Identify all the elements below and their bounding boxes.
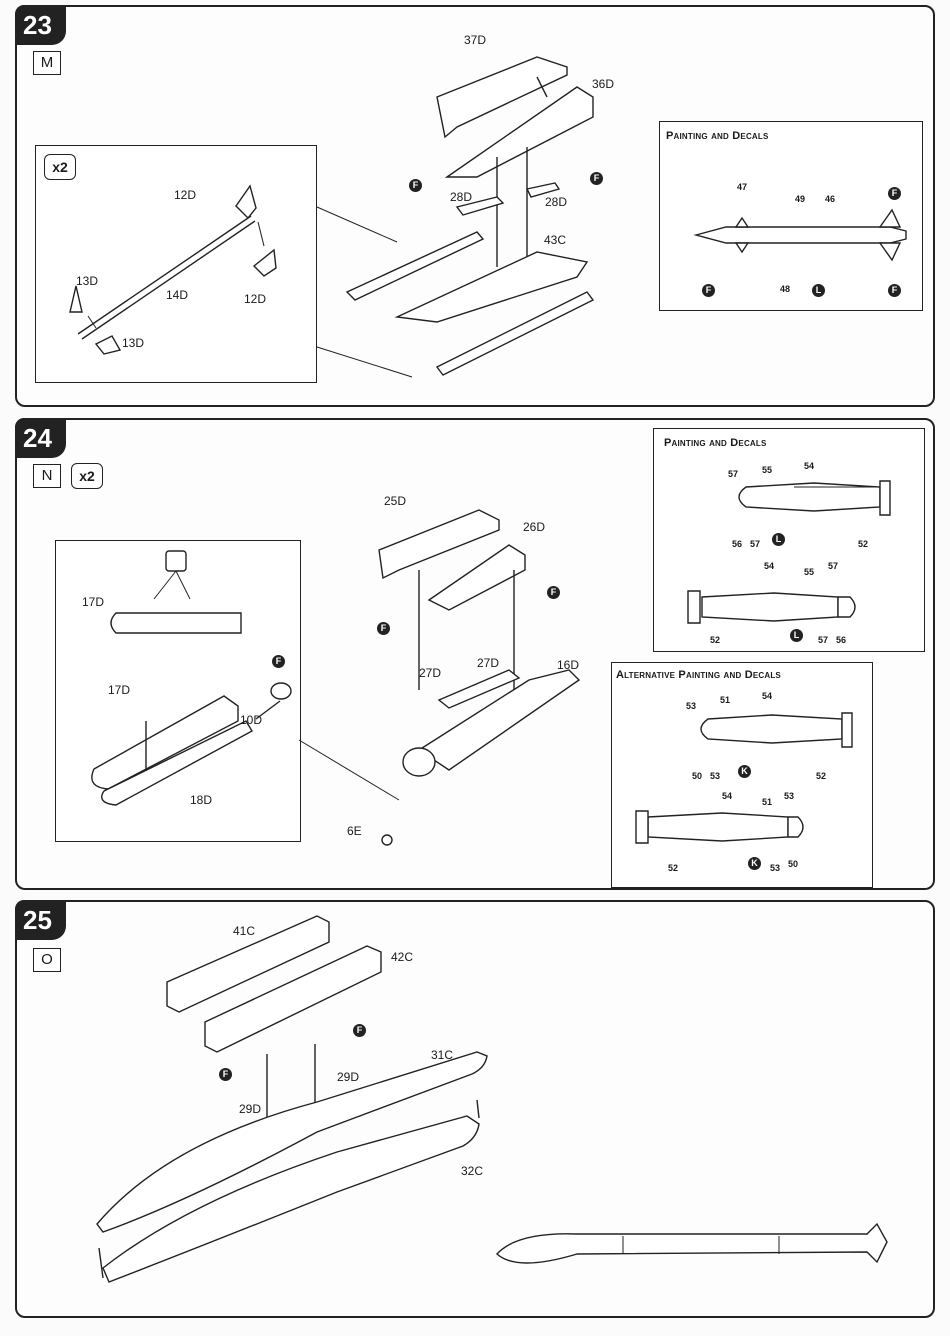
sidewinder-missile-drawing (69, 184, 277, 355)
alternative-painting-decals-title: Alternative Painting and Decals (616, 669, 781, 681)
part-label: 10D (240, 713, 263, 727)
part-label: 29D (337, 1070, 360, 1084)
part-label: 13D (76, 274, 99, 288)
decal-number: 57 (828, 561, 839, 571)
decal-number: 57 (818, 635, 829, 645)
painting-decals-box: Painting and Decals 57 55 54 56 57 52 L … (653, 428, 925, 652)
part-label: 6E (347, 824, 362, 838)
decal-number: 53 (784, 791, 795, 801)
part-label: 12D (244, 292, 267, 306)
paint-code-f: F (888, 187, 901, 200)
painting-decals-box: Painting and Decals 47 49 46 48 F F L F (659, 121, 923, 311)
step-code-box: M (33, 51, 61, 75)
decal-number: 55 (762, 465, 773, 475)
part-label: 31C (431, 1048, 454, 1062)
decal-number: 50 (692, 771, 703, 781)
part-label: 37D (464, 33, 487, 47)
decal-number: 56 (732, 539, 743, 549)
fuel-tank-assembly-drawing (96, 915, 888, 1283)
step-number: 25 (15, 900, 66, 940)
part-label: 29D (239, 1102, 262, 1116)
step-number: 24 (15, 418, 66, 458)
step-code-box: N (33, 464, 61, 488)
quantity-badge: x2 (44, 154, 76, 180)
quantity-badge: x2 (71, 463, 103, 489)
painting-decals-title: Painting and Decals (664, 437, 767, 449)
paint-code-f: F (409, 179, 422, 192)
decal-number: 57 (750, 539, 761, 549)
decal-number: 52 (668, 863, 679, 873)
maverick-alt-profile-drawing (635, 712, 853, 844)
decal-number: 54 (804, 461, 815, 471)
part-label: 25D (384, 494, 407, 508)
part-label: 26D (523, 520, 546, 534)
part-label: 28D (450, 190, 473, 204)
part-label: 28D (545, 195, 568, 209)
decal-number: 55 (804, 567, 815, 577)
part-label: 41C (233, 924, 256, 938)
step-code-box: O (33, 948, 61, 972)
paint-code-f: F (377, 622, 390, 635)
decal-number: 53 (770, 863, 781, 873)
part-label: 12D (174, 188, 197, 202)
step-25-panel: 25 O 41C 42C 29D 29D 31C 32C F F (15, 900, 935, 1318)
decal-number: 56 (836, 635, 847, 645)
decal-number: 52 (710, 635, 721, 645)
decal-number: 46 (825, 194, 836, 204)
decal-number: 47 (737, 182, 748, 192)
part-label: 43C (544, 233, 567, 247)
decal-number: 49 (795, 194, 806, 204)
maverick-body-drawing (91, 550, 292, 806)
decal-number: 57 (728, 469, 739, 479)
part-label: 27D (477, 656, 500, 670)
paint-code-f: F (590, 172, 603, 185)
maverick-inset: 17D 17D 10D 18D F (55, 540, 301, 842)
decal-number: 53 (686, 701, 697, 711)
paint-code-f: F (888, 284, 901, 297)
paint-code-f: F (702, 284, 715, 297)
decal-number: 53 (710, 771, 721, 781)
maverick-pylon-drawing (298, 509, 581, 846)
decal-number: 51 (720, 695, 731, 705)
paint-code-l: L (790, 629, 803, 642)
decal-number: 52 (858, 539, 869, 549)
pylon-assembly-drawing (316, 56, 595, 378)
paint-code-k: K (738, 765, 751, 778)
paint-code-f: F (272, 655, 285, 668)
paint-code-k: K (748, 857, 761, 870)
part-label: 14D (166, 288, 189, 302)
alternative-painting-decals-box: Alternative Painting and Decals 53 51 54… (611, 662, 873, 888)
missile-profile-drawing (693, 208, 907, 262)
part-label: 13D (122, 336, 145, 350)
part-label: 16D (557, 658, 580, 672)
step-23-panel: 23 M x2 12D 13D 14D 12D 13D (15, 5, 935, 407)
part-label: 17D (108, 683, 131, 697)
paint-code-l: L (812, 284, 825, 297)
part-label: 17D (82, 595, 105, 609)
painting-decals-title: Painting and Decals (666, 130, 769, 142)
paint-code-f: F (219, 1068, 232, 1081)
paint-code-l: L (772, 533, 785, 546)
part-label: 42C (391, 950, 414, 964)
sidewinder-inset: x2 12D 13D 14D 12D 13D (35, 145, 317, 383)
maverick-profile-drawing (687, 480, 891, 624)
part-label: 36D (592, 77, 615, 91)
decal-number: 51 (762, 797, 773, 807)
paint-code-f: F (547, 586, 560, 599)
decal-number: 48 (780, 284, 791, 294)
part-label: 27D (419, 666, 442, 680)
decal-number: 54 (764, 561, 775, 571)
step-number: 23 (15, 5, 66, 45)
decal-number: 50 (788, 859, 799, 869)
decal-number: 54 (722, 791, 733, 801)
step-24-panel: 24 N x2 17D 17D 10D 18D F 25D 26D (15, 418, 935, 890)
part-label: 18D (190, 793, 213, 807)
paint-code-f: F (353, 1024, 366, 1037)
part-label: 32C (461, 1164, 484, 1178)
decal-number: 52 (816, 771, 827, 781)
decal-number: 54 (762, 691, 773, 701)
